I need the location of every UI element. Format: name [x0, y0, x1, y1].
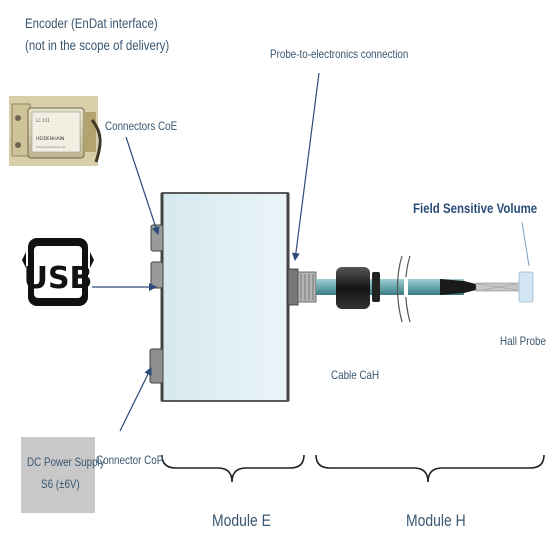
coe-arrow: [125, 136, 160, 235]
encoder-image: LC 411 HEIDENHAIN www.heidenhain.de: [9, 96, 102, 166]
svg-text:LC 411: LC 411: [36, 118, 50, 123]
field-sensitive-volume-tip: [518, 271, 534, 303]
hall-probe-label: Hall Probe: [500, 334, 546, 348]
dc-power-supply-line1: DC Power Supply: [27, 455, 105, 469]
cable-cah-label: Cable CaH: [331, 368, 380, 382]
connectors-coe-label: Connectors CoE: [105, 119, 178, 133]
probe-connection-arrow: [291, 72, 320, 261]
cop-arrow: [119, 367, 152, 432]
dc-power-supply-line2: S6 (±6V): [41, 477, 80, 491]
hall-probe: [475, 271, 534, 303]
module-e-brace: [161, 454, 305, 483]
usb-logo: USB: [22, 238, 94, 306]
connector-coe-1: [150, 224, 164, 252]
module-h-label: Module H: [406, 511, 466, 530]
probe-connection-label: Probe-to-electronics connection: [270, 47, 409, 61]
encoder-brand: HEIDENHAIN: [36, 136, 64, 142]
svg-text:www.heidenhain.de: www.heidenhain.de: [36, 145, 66, 149]
encoder-label-line2: (not in the scope of delivery): [25, 37, 170, 53]
dc-power-supply-box: [21, 437, 95, 513]
usb-logo-text: USB: [24, 261, 93, 296]
connector-coe-2: [150, 261, 164, 289]
module-e-box: [149, 192, 317, 402]
module-e-label: Module E: [212, 511, 271, 530]
cable-cah: [316, 255, 476, 323]
fsv-leader: [521, 221, 530, 267]
field-sensitive-volume-label: Field Sensitive Volume: [413, 200, 538, 216]
connector-cop: [149, 348, 164, 384]
module-h-brace: [315, 454, 545, 483]
cable-nut: [336, 267, 370, 309]
encoder-label-line1: Encoder (EnDat interface): [25, 15, 158, 31]
connector-cop-label: Connector CoP: [96, 453, 164, 467]
